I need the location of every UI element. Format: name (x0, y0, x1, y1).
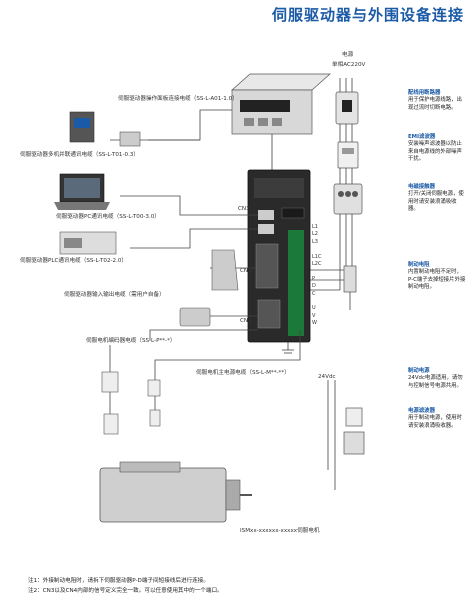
sidebar-heading: 制动电源 (408, 368, 430, 374)
motor-label: ISMxx-xxxxxx-xxxxx伺服电机 (240, 528, 320, 534)
terminal-label: U (312, 305, 316, 312)
sidebar-text: 用于制动电源，使用时请安装浪涌吸收器。 (408, 415, 462, 429)
terminal-label: L3 (312, 238, 318, 245)
sidebar-text: 安装噪声滤波器以防止来自电源线的外部噪声干扰。 (408, 141, 462, 163)
terminal-label: P (312, 275, 316, 282)
brake-power-icon (343, 407, 365, 455)
encoder-cable-label: 伺服电机编码器电缆（SS-L-P**-*） (86, 338, 176, 344)
sidebar-brake-power: 制动电源 24Vdc电源适用，请勿与控制信号电源共用。 (408, 368, 466, 390)
terminal-label: D (312, 283, 316, 290)
terminal-label: W (312, 320, 317, 327)
sidebar-text: 内置制动电阻不足时，P-C端子去掉短接片外接制动电阻。 (408, 269, 466, 291)
sidebar-heading: 配线用断路器 (408, 90, 441, 96)
pc-cable-label: 伺服驱动器PC通讯电缆（SS-L-T00-3.0） (56, 214, 160, 220)
panel-cable-label: 伺服驱动器操作面板连接电缆（SS-L-A01-1.0） (118, 96, 238, 102)
servo-drive-icon (247, 169, 311, 343)
terminal-label: C (312, 290, 316, 297)
motor-plug-icon (101, 371, 161, 435)
sidebar-breaker: 配线用断路器 用于保护电源线路，出现过流时切断电路。 (408, 90, 466, 112)
io-user-cable-label: 伺服驱动器输入输出电缆（需用户自备） (64, 292, 165, 298)
io-module-icon (69, 111, 95, 143)
laptop-icon (54, 173, 110, 210)
cn2-label: CN2 (240, 318, 252, 324)
sidebar-heading: EMI滤波器 (408, 134, 436, 140)
terminal-label: L1C (312, 253, 322, 260)
power-spec-label: 单相AC220V (332, 62, 366, 68)
sidebar-text: 用于保护电源线路，出现过流时切断电路。 (408, 97, 462, 111)
note-2: 注2：CN3以及CN4内部的信号定义完全一致。可以任意使用其中的一个端口。 (28, 588, 223, 594)
sidebar-heading: 制动电阻 (408, 262, 430, 268)
cn1-label: CN1 (240, 268, 252, 274)
brake-voltage-label: 24Vdc (318, 374, 336, 380)
power-label: 电源 (342, 52, 354, 58)
sidebar-heading: 电磁接触器 (408, 184, 435, 190)
plc-icon (59, 231, 117, 255)
emi-filter-icon (337, 141, 359, 169)
terminal-label: L1 (312, 224, 318, 230)
terminal-label: L2C (312, 261, 322, 267)
terminal-label: V (312, 312, 316, 319)
page-title: 伺服驱动器与外围设备连接 (271, 6, 464, 24)
sidebar-resistor: 制动电阻 内置制动电阻不足时，P-C端子去掉短接片外接制动电阻。 (408, 262, 466, 292)
sidebar-heading: 电源滤波器 (408, 408, 435, 414)
sidebar-emi: EMI滤波器 安装噪声滤波器以防止来自电源线的外部噪声干扰。 (408, 134, 466, 164)
sidebar-text: 24Vdc电源适用，请勿与控制信号电源共用。 (408, 375, 463, 389)
terminal-label: L2 (312, 231, 318, 238)
brake-resistor-icon (343, 265, 357, 310)
io-cable-label: 伺服驱动器多机并联通讯电缆（SS-L-T01-0.3） (20, 152, 139, 158)
contactor-icon (333, 183, 363, 215)
io-connector-icon (211, 249, 239, 291)
cn3-label: CN3 (238, 206, 250, 212)
operation-panel-icon (231, 73, 331, 135)
encoder-connector-icon (179, 307, 211, 327)
servo-motor-icon (99, 461, 252, 523)
note-1: 注1：外接制动电阻时，请拆下伺服驱动器P-D端子间短接线后进行连接。 (28, 578, 209, 584)
motor-power-cable-label: 伺服电机主电源电缆（SS-L-M**-**） (196, 370, 290, 376)
connector-icon (119, 131, 141, 147)
plc-cable-label: 伺服驱动器PLC通讯电缆（SS-L-T02-2.0） (20, 258, 128, 264)
sidebar-filter: 电源滤波器 用于制动电源，使用时请安装浪涌吸收器。 (408, 408, 466, 430)
breaker-icon (335, 91, 359, 125)
sidebar-text: 打开/关闭伺服电源，使用时请安装浪涌吸收器。 (408, 191, 464, 213)
sidebar-contactor: 电磁接触器 打开/关闭伺服电源，使用时请安装浪涌吸收器。 (408, 184, 466, 214)
ground-icon (282, 342, 294, 354)
